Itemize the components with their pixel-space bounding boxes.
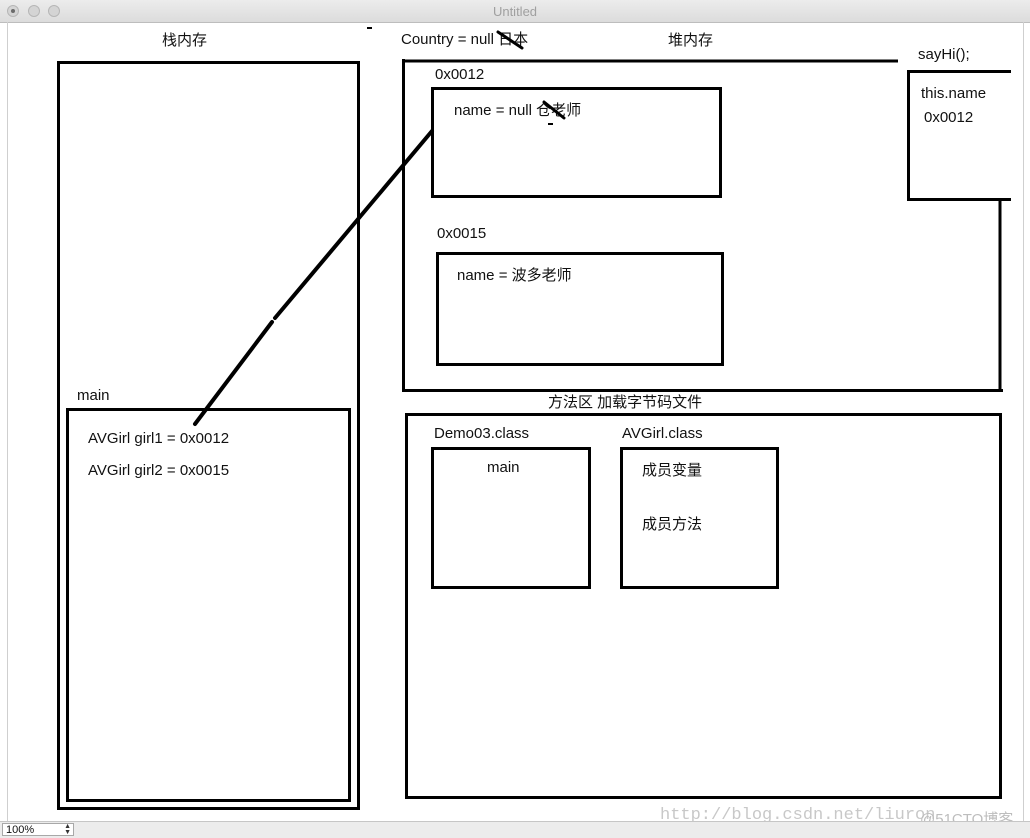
- zoom-select[interactable]: 100% ▲▼: [2, 823, 74, 836]
- stack-var-girl1: AVGirl girl1 = 0x0012: [88, 430, 230, 447]
- close-window-button[interactable]: [7, 5, 19, 17]
- main-frame-box: [66, 408, 351, 802]
- reference-arrow-line: [193, 129, 434, 426]
- object2-address: 0x0015: [437, 225, 487, 242]
- name-null-strike: [542, 100, 566, 120]
- zoom-window-button[interactable]: [48, 5, 60, 17]
- class1-member-main: main: [487, 459, 520, 476]
- zoom-value: 100%: [6, 824, 35, 836]
- window-titlebar: Untitled: [0, 0, 1030, 23]
- object1-box: [431, 87, 722, 198]
- object2-name-field: name = 波多老师: [457, 267, 572, 284]
- canvas-right-edge: [1023, 22, 1024, 822]
- status-bar: 100% ▲▼: [0, 821, 1030, 838]
- object1-address: 0x0012: [435, 66, 485, 83]
- heap-title: 堆内存: [668, 32, 714, 49]
- class1-box: [431, 447, 591, 589]
- canvas-left-edge: [7, 22, 8, 822]
- window-title: Untitled: [492, 4, 538, 19]
- watermark-url: http://blog.csdn.net/liuron: [660, 806, 936, 825]
- country-static-field: Country = null 日本: [401, 31, 529, 48]
- chevron-updown-icon: ▲▼: [64, 823, 71, 836]
- method-area-box: [405, 413, 1002, 799]
- sayhi-frame-title: sayHi();: [918, 46, 970, 63]
- sayhi-this-name: this.name: [921, 85, 987, 102]
- class2-member-methods: 成员方法: [642, 516, 703, 533]
- main-frame-label: main: [77, 387, 110, 404]
- stack-var-girl2: AVGirl girl2 = 0x0015: [88, 462, 230, 479]
- class2-name: AVGirl.class: [622, 425, 703, 442]
- minimize-window-button[interactable]: [28, 5, 40, 17]
- class2-box: [620, 447, 779, 589]
- sayhi-frame-box: [907, 70, 1011, 201]
- stack-memory-box: [57, 61, 360, 810]
- object2-box: [436, 252, 724, 366]
- drawing-canvas[interactable]: [8, 23, 1023, 821]
- stack-title: 栈内存: [162, 32, 208, 49]
- country-null-strike: [496, 30, 524, 50]
- sayhi-address: 0x0012: [924, 109, 974, 126]
- class2-member-variables: 成员变量: [642, 462, 703, 479]
- class1-name: Demo03.class: [434, 425, 530, 442]
- method-area-title: 方法区 加载字节码文件: [548, 394, 703, 411]
- heap-memory-box: [402, 59, 1003, 392]
